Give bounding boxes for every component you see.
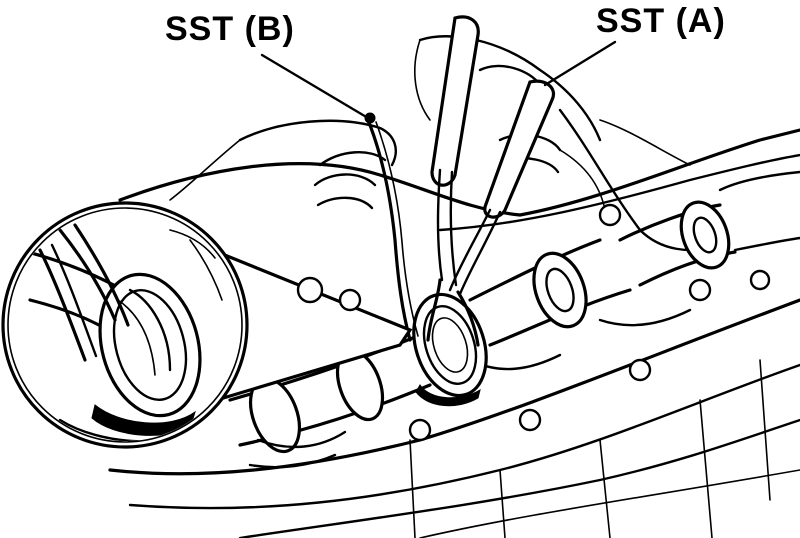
label-sst-a: SST (A) [596, 2, 726, 40]
leader-sst-b [260, 53, 370, 120]
sst-a-tool [426, 15, 555, 347]
head-bolts [296, 203, 771, 442]
detail-magnifier [1, 201, 413, 449]
label-sst-b: SST (B) [165, 10, 295, 48]
callout-leaders [260, 40, 617, 120]
sst-b-tool [364, 112, 419, 342]
camshaft-oil-seal [412, 292, 488, 407]
leader-sst-a [543, 40, 617, 87]
detail-view [18, 223, 223, 441]
